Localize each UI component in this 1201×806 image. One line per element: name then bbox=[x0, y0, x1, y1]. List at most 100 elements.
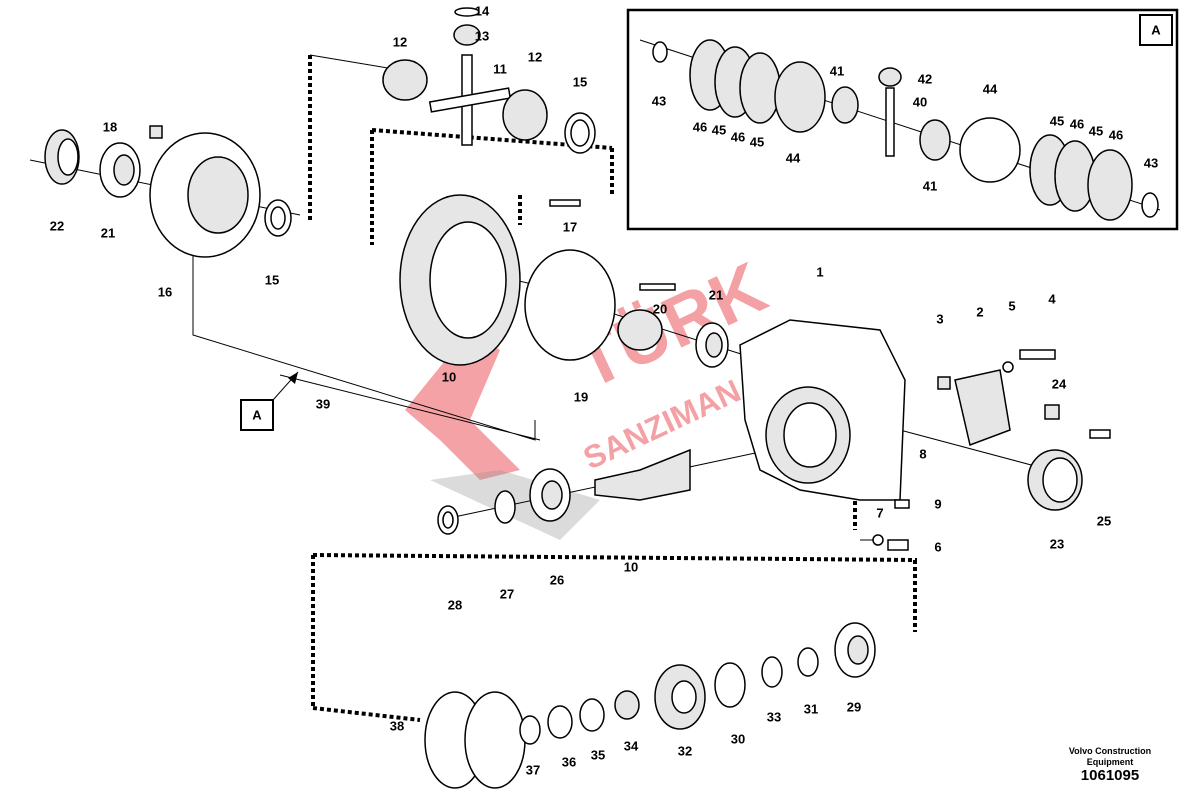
callout-label: 34 bbox=[624, 738, 639, 753]
part-ring-36 bbox=[547, 705, 573, 739]
callout-label: 29 bbox=[847, 699, 861, 714]
part-bolt-20 bbox=[639, 283, 676, 291]
part-ring-37 bbox=[519, 715, 541, 745]
part-washer-15b bbox=[564, 112, 596, 154]
callout-label: 40 bbox=[913, 94, 927, 109]
callout-label: 18 bbox=[103, 119, 117, 134]
callout-label: 46 bbox=[693, 119, 707, 134]
callout-label: 22 bbox=[50, 218, 64, 233]
part-pin-3 bbox=[937, 376, 951, 390]
callout-label: 43 bbox=[652, 93, 666, 108]
part-washer-14 bbox=[454, 7, 480, 17]
callout-label: 12 bbox=[528, 49, 542, 64]
inset-detail-a: A bbox=[626, 8, 1179, 231]
callout-label: 11 bbox=[493, 61, 507, 76]
part-bolt-4 bbox=[1019, 349, 1056, 360]
callout-label: 45 bbox=[712, 122, 726, 137]
callout-label: 37 bbox=[526, 762, 540, 777]
callout-label: 13 bbox=[475, 28, 489, 43]
part-nut-23 bbox=[1027, 449, 1083, 511]
callout-label: 27 bbox=[500, 586, 514, 601]
part-ring-31 bbox=[797, 647, 819, 677]
callout-label: 12 bbox=[393, 34, 407, 49]
callout-label: 46 bbox=[1070, 116, 1084, 131]
callout-label: 10 bbox=[442, 369, 456, 384]
credit-line-1: Volvo Construction bbox=[1068, 746, 1152, 756]
callout-label: 5 bbox=[1008, 298, 1015, 313]
part-flange-32 bbox=[654, 664, 706, 730]
part-seal-7 bbox=[872, 534, 884, 546]
callout-label: 44 bbox=[983, 81, 998, 96]
part-shim-27 bbox=[494, 490, 516, 524]
callout-label: 21 bbox=[101, 225, 115, 240]
callout-label: 8 bbox=[919, 446, 926, 461]
callout-label: 15 bbox=[573, 74, 587, 89]
callout-label: 39 bbox=[316, 396, 330, 411]
part-screw-9 bbox=[894, 499, 910, 509]
callout-label: 7 bbox=[876, 505, 883, 520]
callout-label: 15 bbox=[265, 272, 279, 287]
svg-text:A: A bbox=[252, 407, 262, 422]
part-washer-15a bbox=[264, 199, 292, 237]
callout-label: 17 bbox=[563, 219, 577, 234]
part-ring-35 bbox=[579, 698, 605, 732]
callout-label: 41 bbox=[830, 63, 844, 78]
callout-label: 45 bbox=[750, 134, 764, 149]
part-gear-13 bbox=[453, 24, 481, 46]
callout-label: 35 bbox=[591, 747, 605, 762]
part-lock-24 bbox=[1044, 404, 1060, 420]
callout-label: 44 bbox=[786, 150, 801, 165]
part-cup-38 bbox=[424, 691, 526, 789]
callout-label: 25 bbox=[1097, 513, 1111, 528]
callout-label: 1 bbox=[816, 264, 823, 279]
part-bearing-26 bbox=[529, 468, 571, 522]
part-washer-28 bbox=[437, 505, 459, 535]
part-nut-34 bbox=[614, 690, 640, 720]
credit-line-2: Equipment bbox=[1086, 757, 1134, 767]
credit-text: Volvo Construction Equipment bbox=[1030, 746, 1190, 768]
callout-label: 14 bbox=[475, 3, 490, 18]
part-seal-30 bbox=[714, 662, 746, 708]
callout-label: 41 bbox=[923, 178, 937, 193]
callout-label: 4 bbox=[1048, 291, 1056, 306]
callout-label: 20 bbox=[653, 301, 667, 316]
callout-label: 21 bbox=[709, 287, 723, 302]
callout-label: 32 bbox=[678, 743, 692, 758]
callout-label: 42 bbox=[918, 71, 932, 86]
part-plug-6 bbox=[887, 539, 909, 551]
part-washer-5 bbox=[1002, 361, 1014, 373]
callout-label: 45 bbox=[1050, 113, 1064, 128]
callout-label: 19 bbox=[574, 389, 588, 404]
part-carrier-19 bbox=[524, 249, 663, 361]
callout-label: 45 bbox=[1089, 123, 1103, 138]
callout-label: 10 bbox=[624, 559, 638, 574]
callout-label: 36 bbox=[562, 754, 576, 769]
callout-label: 9 bbox=[934, 496, 941, 511]
part-housing-1 bbox=[739, 319, 906, 501]
part-gear-22 bbox=[44, 129, 80, 185]
part-bearing-29 bbox=[834, 622, 876, 678]
callout-label: 23 bbox=[1050, 536, 1064, 551]
part-housing-16 bbox=[149, 132, 261, 258]
callout-label: 2 bbox=[976, 304, 983, 319]
callout-label: 43 bbox=[1144, 155, 1158, 170]
callout-label: 38 bbox=[390, 718, 404, 733]
part-cap-2 bbox=[954, 369, 1011, 447]
callout-label: 46 bbox=[731, 129, 745, 144]
part-bearing-21b bbox=[695, 322, 729, 368]
part-pinion-10 bbox=[594, 448, 691, 501]
callout-label: 3 bbox=[936, 311, 943, 326]
callout-label: 46 bbox=[1109, 127, 1123, 142]
part-ring-33 bbox=[761, 656, 783, 688]
callout-label: 6 bbox=[934, 539, 941, 554]
callout-label: 28 bbox=[448, 597, 462, 612]
callout-label: 30 bbox=[731, 731, 745, 746]
part-number: 1061095 bbox=[1080, 767, 1140, 784]
part-nut-18 bbox=[149, 125, 163, 139]
part-bolt-17 bbox=[549, 199, 581, 207]
detail-a-marker: A bbox=[240, 371, 299, 431]
part-pinion-12a bbox=[382, 59, 428, 101]
part-bearing-21 bbox=[99, 142, 141, 198]
